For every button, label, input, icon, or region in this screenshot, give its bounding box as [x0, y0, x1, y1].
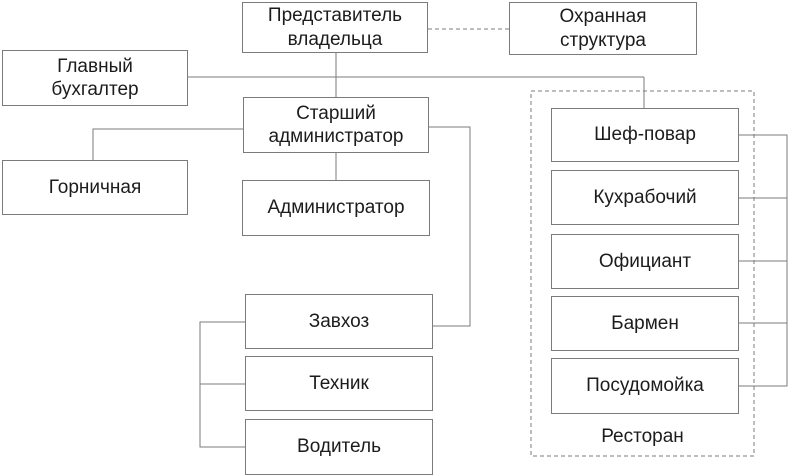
node-administrator: Администратор	[242, 180, 430, 236]
node-supply-manager: Завхоз	[245, 294, 433, 349]
node-driver: Водитель	[245, 419, 433, 475]
connector-left-bracket	[199, 321, 246, 448]
node-owner-representative: Представитель владельца	[242, 2, 428, 53]
connector-maid	[92, 128, 243, 161]
connector-senior-to-supply	[429, 126, 471, 327]
node-chef: Шеф-повар	[551, 108, 739, 162]
node-dishwasher: Посудомойка	[551, 358, 739, 414]
node-waiter: Официант	[551, 234, 739, 289]
node-chief-accountant: Главный бухгалтер	[2, 50, 188, 106]
connector-right-rail	[738, 134, 788, 387]
node-technician: Техник	[245, 356, 433, 411]
node-bartender: Бармен	[551, 296, 739, 351]
restaurant-group-label: Ресторан	[601, 426, 684, 447]
node-security-structure: Охранная структура	[509, 2, 697, 55]
node-senior-administrator: Старший администратор	[243, 97, 429, 153]
node-kitchen-worker: Кухрабочий	[551, 170, 739, 225]
node-maid: Горничная	[2, 160, 188, 215]
